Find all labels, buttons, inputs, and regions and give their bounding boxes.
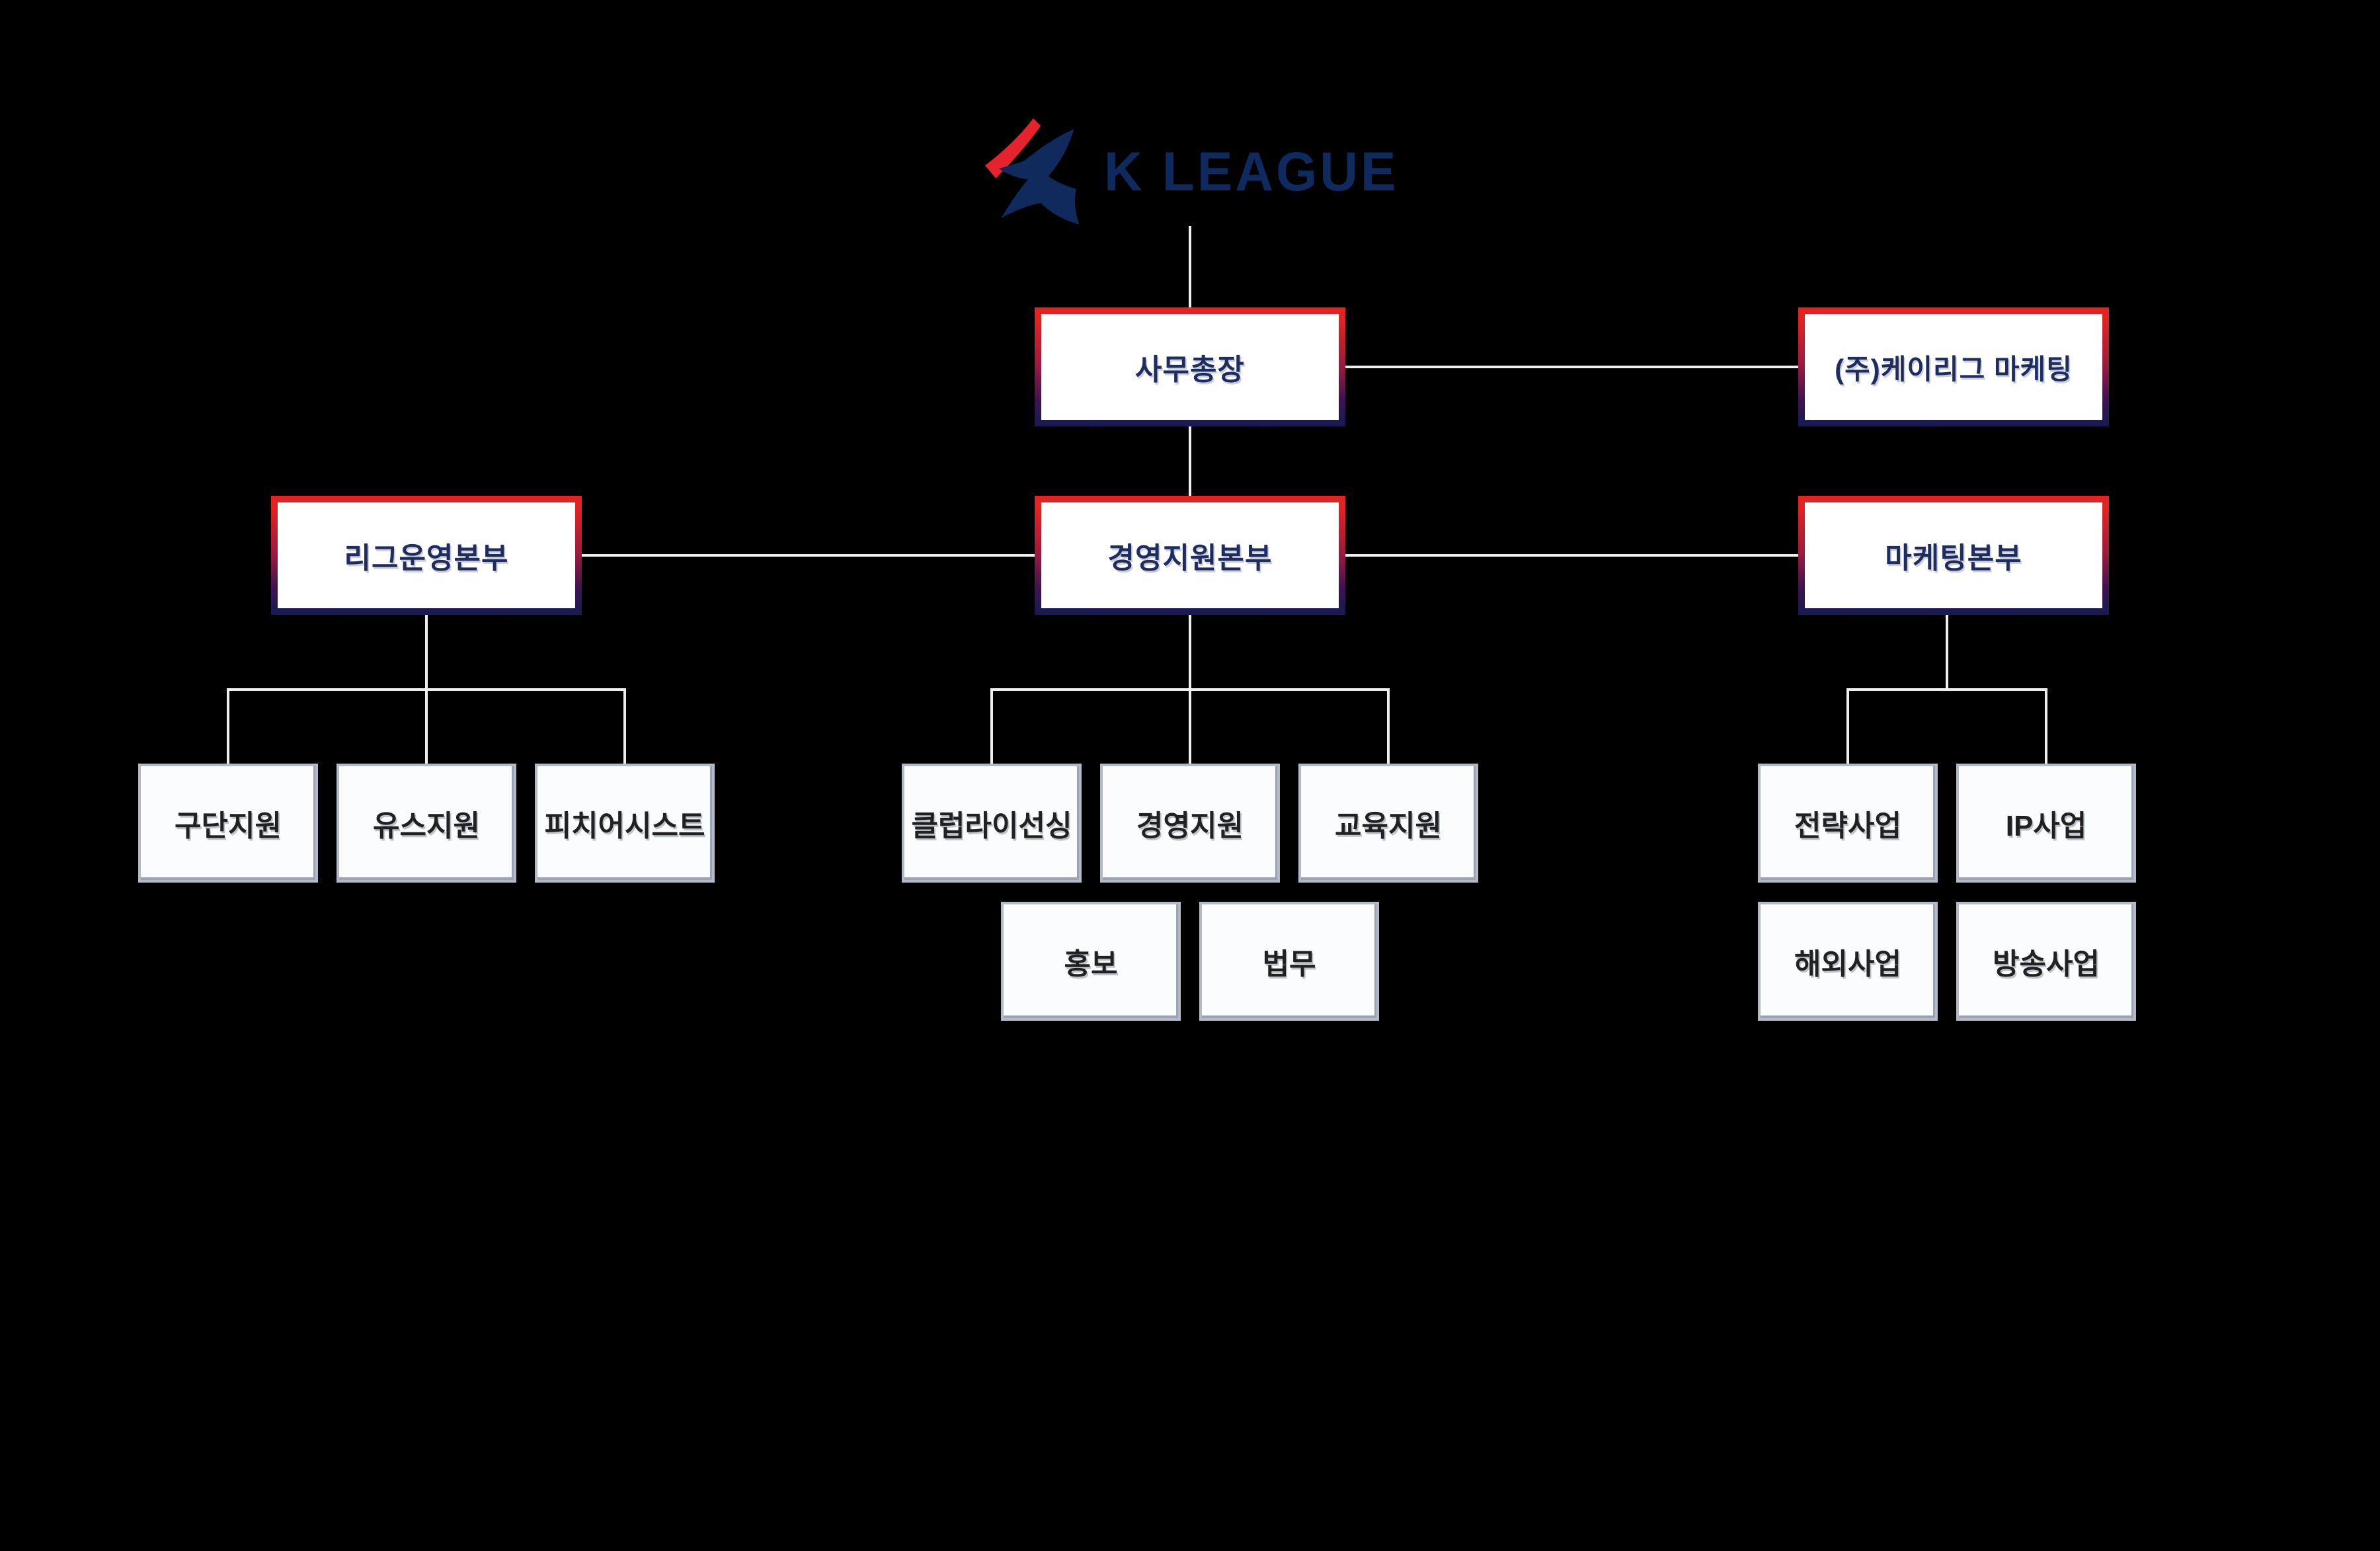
connector-stub-club-licensing bbox=[990, 688, 993, 764]
division-management-support-body: 경영지원본부 bbox=[1041, 502, 1339, 608]
node-kleague-marketing-company-label: (주)케이리그 마케팅 bbox=[1835, 353, 2073, 385]
team-pitch-assist-label: 피치어시스트 bbox=[544, 810, 705, 842]
connector-stub-pitch-assist bbox=[623, 688, 626, 764]
connector-mgmt-drop bbox=[1189, 615, 1191, 688]
team-management-support-label: 경영지원 bbox=[1136, 810, 1244, 842]
team-education-support-label: 교육지원 bbox=[1335, 810, 1442, 842]
team-legal-label: 법무 bbox=[1262, 948, 1316, 980]
team-overseas-business: 해외사업 bbox=[1758, 902, 1938, 1021]
connector-stub-management-support bbox=[1189, 688, 1191, 764]
team-strategy-business: 전략사업 bbox=[1758, 764, 1938, 883]
node-secretary-general-label: 사무총장 bbox=[1135, 354, 1245, 386]
team-public-relations-label: 홍보 bbox=[1064, 948, 1118, 980]
kleague-logo-navy-star bbox=[999, 129, 1080, 225]
connector-stub-club-support bbox=[227, 688, 229, 764]
division-marketing-label: 마케팅본부 bbox=[1885, 542, 2022, 575]
division-league-operations-body: 리그운영본부 bbox=[278, 502, 575, 608]
connector-secretary-to-divisions bbox=[1189, 426, 1191, 496]
connector-leagueops-drop bbox=[425, 615, 428, 688]
team-youth-support-label: 유스지원 bbox=[373, 810, 480, 842]
node-secretary-general-body: 사무총장 bbox=[1041, 314, 1339, 420]
kleague-logo-mark bbox=[985, 118, 1080, 225]
node-secretary-general: 사무총장 bbox=[1035, 307, 1345, 426]
team-overseas-business-label: 해외사업 bbox=[1794, 948, 1901, 980]
connector-stub-youth-support bbox=[425, 688, 428, 764]
team-legal: 법무 bbox=[1199, 902, 1379, 1021]
division-league-operations-label: 리그운영본부 bbox=[344, 542, 509, 575]
team-club-support: 구단지원 bbox=[138, 764, 318, 883]
connector-leagueops-to-mgmt bbox=[582, 554, 1035, 557]
team-pitch-assist: 피치어시스트 bbox=[535, 764, 715, 883]
node-kleague-marketing-company: (주)케이리그 마케팅 bbox=[1798, 307, 2109, 426]
kleague-wordmark: K LEAGUE bbox=[1104, 141, 1399, 202]
team-strategy-business-label: 전략사업 bbox=[1794, 810, 1901, 842]
team-ip-business-label: IP사업 bbox=[2005, 810, 2087, 842]
team-broadcast-business-label: 방송사업 bbox=[1993, 948, 2100, 980]
connector-secretary-to-affiliate bbox=[1345, 366, 1798, 368]
connector-mgmt-to-marketing bbox=[1345, 554, 1798, 557]
connector-logo-to-secretary bbox=[1189, 226, 1191, 307]
kleague-logo-red-ribbon bbox=[985, 118, 1041, 179]
team-broadcast-business: 방송사업 bbox=[1956, 902, 2136, 1021]
division-marketing: 마케팅본부 bbox=[1798, 496, 2109, 615]
team-management-support: 경영지원 bbox=[1100, 764, 1280, 883]
connector-stub-strategy-business bbox=[1846, 688, 1849, 764]
team-education-support: 교육지원 bbox=[1298, 764, 1478, 883]
connector-stub-education-support bbox=[1387, 688, 1390, 764]
team-ip-business: IP사업 bbox=[1956, 764, 2136, 883]
connector-stub-ip-business bbox=[2045, 688, 2047, 764]
connector-marketing-bus bbox=[1846, 688, 2047, 691]
division-management-support: 경영지원본부 bbox=[1035, 496, 1345, 615]
team-club-licensing: 클럽라이선싱 bbox=[902, 764, 1082, 883]
division-management-support-label: 경영지원본부 bbox=[1107, 542, 1273, 575]
team-club-support-label: 구단지원 bbox=[175, 810, 282, 842]
team-public-relations: 홍보 bbox=[1001, 902, 1181, 1021]
kleague-logo: K LEAGUE bbox=[985, 118, 1398, 226]
team-youth-support: 유스지원 bbox=[337, 764, 516, 883]
division-marketing-body: 마케팅본부 bbox=[1805, 502, 2102, 608]
team-club-licensing-label: 클럽라이선싱 bbox=[911, 810, 1072, 842]
connector-marketing-drop bbox=[1946, 615, 1948, 688]
node-kleague-marketing-company-body: (주)케이리그 마케팅 bbox=[1805, 314, 2102, 420]
division-league-operations: 리그운영본부 bbox=[271, 496, 582, 615]
